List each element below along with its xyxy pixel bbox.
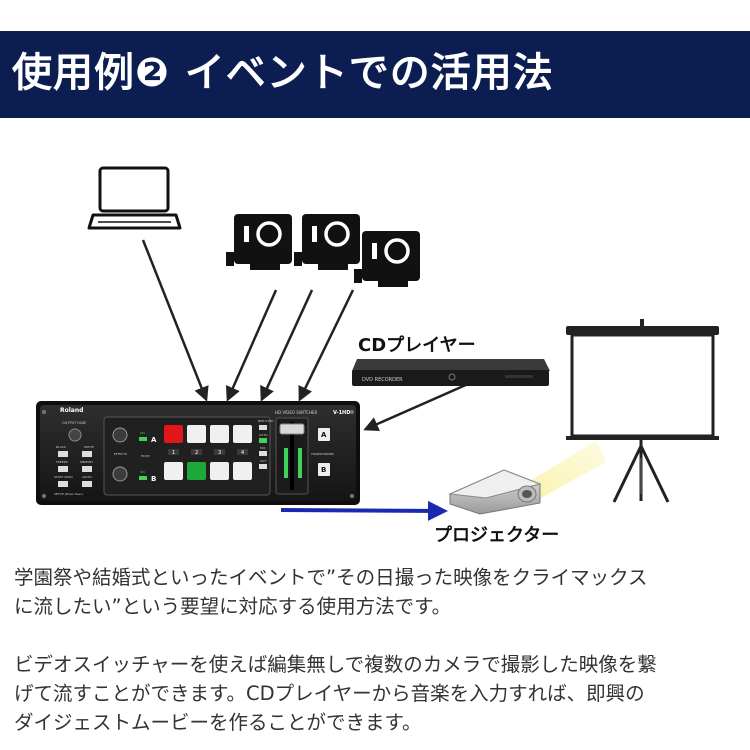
bus-b-button-4 bbox=[233, 462, 252, 480]
on-label-a: ON bbox=[140, 431, 145, 435]
start-apply-label: START APPLY bbox=[54, 475, 73, 479]
bus-a-button-1 bbox=[164, 425, 183, 443]
arrow-laptop bbox=[141, 239, 209, 402]
arrow-camera-3 bbox=[298, 289, 355, 402]
bus-b-button-1 bbox=[164, 462, 183, 480]
hdcp-label: HDCP bbox=[141, 454, 150, 458]
memory-label: MEMORY bbox=[80, 460, 93, 464]
paragraph-line: ビデオスイッチャーを使えば編集無しで複数のカメラで撮影した映像を繋 bbox=[14, 653, 657, 676]
bus-b-button-3 bbox=[210, 462, 229, 480]
on-label-b: ON bbox=[140, 470, 145, 474]
title-banner: 使用例❷ イベントでの活用法 bbox=[0, 31, 750, 118]
bus-a-button-2 bbox=[187, 425, 206, 443]
setup-label: SETUP (Press 3sec) bbox=[54, 492, 83, 496]
cut-label: CUT bbox=[260, 459, 266, 463]
page-title: 使用例❷ イベントでの活用法 bbox=[12, 50, 554, 96]
projector-label: プロジェクター bbox=[434, 525, 560, 546]
projector-beam bbox=[522, 440, 606, 504]
usage-diagram: DVD RECORDER Roland HD VIDEO SWITCHER V-… bbox=[36, 166, 719, 521]
paragraph-line: ダイジェストムービーを作ることができます。 bbox=[14, 711, 422, 734]
video-camera-icon bbox=[354, 231, 420, 287]
transformer-label: TRANSFORMER bbox=[310, 452, 334, 456]
switcher-model: V-1HD bbox=[333, 410, 350, 416]
bus-b-button-2 bbox=[187, 462, 206, 480]
video-switcher-icon: Roland HD VIDEO SWITCHER V-1HD OUTPUT FA… bbox=[36, 401, 360, 505]
channel-1-label: 1 bbox=[172, 450, 175, 456]
arrow-camera-1 bbox=[225, 289, 278, 402]
bus-a-button-4 bbox=[233, 425, 252, 443]
t-bar-fader bbox=[279, 423, 305, 435]
projection-screen-icon bbox=[566, 319, 719, 503]
bus-b-label: B bbox=[151, 475, 156, 483]
transformer-a-label: A bbox=[321, 431, 327, 439]
recorder-label: DVD RECORDER bbox=[362, 377, 403, 383]
switcher-model-prefix: HD VIDEO SWITCHER bbox=[275, 410, 318, 415]
cd-player-label: CDプレイヤー bbox=[358, 335, 476, 356]
paragraph-line: 学園祭や結婚式といったイベントで”その日撮った映像をクライマックス bbox=[14, 566, 648, 589]
audio-label: AUDIO bbox=[82, 475, 92, 479]
mix-label: MIX bbox=[260, 446, 266, 450]
white-label: WHITE bbox=[84, 445, 94, 449]
brand-label: Roland bbox=[60, 407, 83, 414]
black-label: BLACK bbox=[56, 445, 67, 449]
channel-2-label: 2 bbox=[195, 450, 198, 456]
laptop-icon bbox=[87, 166, 182, 230]
arrow-to-projector bbox=[280, 500, 448, 521]
arrow-cd-player bbox=[363, 382, 469, 432]
paragraph-line: に流したい”という要望に対応する使用方法です。 bbox=[14, 595, 452, 618]
freeze-label: FREEZE bbox=[56, 460, 68, 464]
transformer-b-label: B bbox=[321, 466, 326, 474]
paragraph-line: げて流すことができます。CDプレイヤーから音楽を入力すれば、即興の bbox=[14, 682, 645, 705]
cd-player-icon: DVD RECORDER bbox=[352, 359, 550, 386]
input-arrows bbox=[141, 239, 469, 432]
projector-icon bbox=[448, 469, 542, 515]
auto-label: AUTO bbox=[259, 433, 268, 437]
bus-a-button-3 bbox=[210, 425, 229, 443]
description-paragraph-1: 学園祭や結婚式といったイベントで”その日撮った映像をクライマックス に流したい”… bbox=[14, 563, 740, 621]
channel-3-label: 3 bbox=[218, 450, 221, 456]
video-camera-icon bbox=[226, 214, 292, 270]
video-camera-icon bbox=[294, 214, 360, 270]
channel-4-label: 4 bbox=[241, 450, 244, 456]
effects-label: EFFECTS bbox=[114, 452, 127, 456]
arrow-camera-2 bbox=[260, 289, 314, 402]
bus-a-label: A bbox=[151, 436, 157, 444]
description-paragraph-2: ビデオスイッチャーを使えば編集無しで複数のカメラで撮影した映像を繋 げて流すこと… bbox=[14, 650, 740, 737]
output-fade-label: OUTPUT FADE bbox=[62, 421, 86, 425]
bpm-sync-label: BPM SYNC bbox=[258, 419, 274, 423]
